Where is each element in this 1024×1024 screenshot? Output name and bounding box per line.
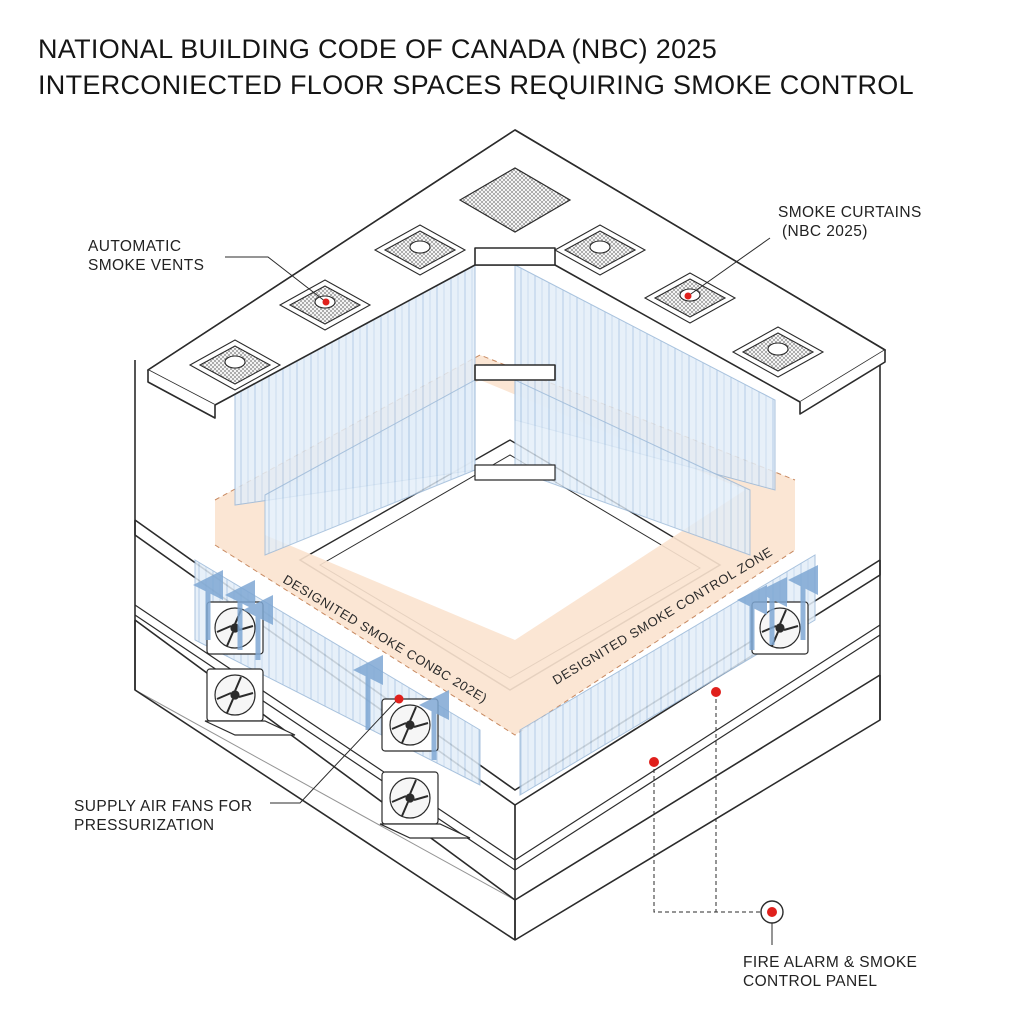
callout-smoke-curtains-line1: SMOKE CURTAINS xyxy=(778,204,922,221)
smoke-vent-6 xyxy=(731,326,825,378)
fan-unit-5 xyxy=(751,601,809,655)
building-frame xyxy=(134,360,881,940)
fan-unit-1 xyxy=(206,601,264,655)
callout-smoke-vents: AUTOMATIC SMOKE VENTS xyxy=(88,237,204,275)
callout-supply-fans: SUPPLY AIR FANS FOR PRESSURIZATION xyxy=(74,797,252,835)
callout-supply-fans-line1: SUPPLY AIR FANS FOR xyxy=(74,798,253,815)
callout-smoke-curtains-line2: (NBC 2025) xyxy=(782,223,868,240)
leader-lines xyxy=(225,237,771,804)
curtain-sensor-dot xyxy=(684,292,692,300)
curtain-lower-right xyxy=(519,554,816,796)
callout-control-panel: FIRE ALARM & SMOKE CONTROL PANEL xyxy=(743,953,917,991)
page-title: NATIONAL BUILDING CODE OF CANADA (NBC) 2… xyxy=(38,34,718,64)
callout-smoke-vents-line2: SMOKE VENTS xyxy=(88,257,205,274)
zone-detector-dot-1 xyxy=(711,687,721,697)
smoke-vent-3 xyxy=(373,224,467,276)
callout-control-panel-line1: FIRE ALARM & SMOKE xyxy=(743,954,918,971)
alarm-indicators xyxy=(322,292,721,767)
airflow-arrows xyxy=(193,565,818,760)
callout-control-panel-line2: CONTROL PANEL xyxy=(743,973,878,990)
callout-supply-fans-line2: PRESSURIZATION xyxy=(74,817,215,834)
fan-unit-2 xyxy=(204,668,296,736)
curtain-inner-right xyxy=(514,379,751,556)
callout-smoke-vents-line1: AUTOMATIC xyxy=(88,238,182,255)
fan-sensor-dot xyxy=(394,694,404,704)
panel-wiring xyxy=(653,692,772,913)
fan-unit-4 xyxy=(379,771,471,839)
page-subtitle: INTERCONIECTED FLOOR SPACES REQUIRING SM… xyxy=(38,70,914,100)
control-panel-icon xyxy=(760,900,784,945)
callout-smoke-curtains: SMOKE CURTAINS (NBC 2025) xyxy=(778,203,922,241)
vent-sensor-dot xyxy=(322,298,330,306)
zone-detector-dot-2 xyxy=(649,757,659,767)
smoke-vent-4 xyxy=(553,224,647,276)
roof-skylight xyxy=(458,167,572,233)
smoke-vent-1 xyxy=(188,339,282,391)
